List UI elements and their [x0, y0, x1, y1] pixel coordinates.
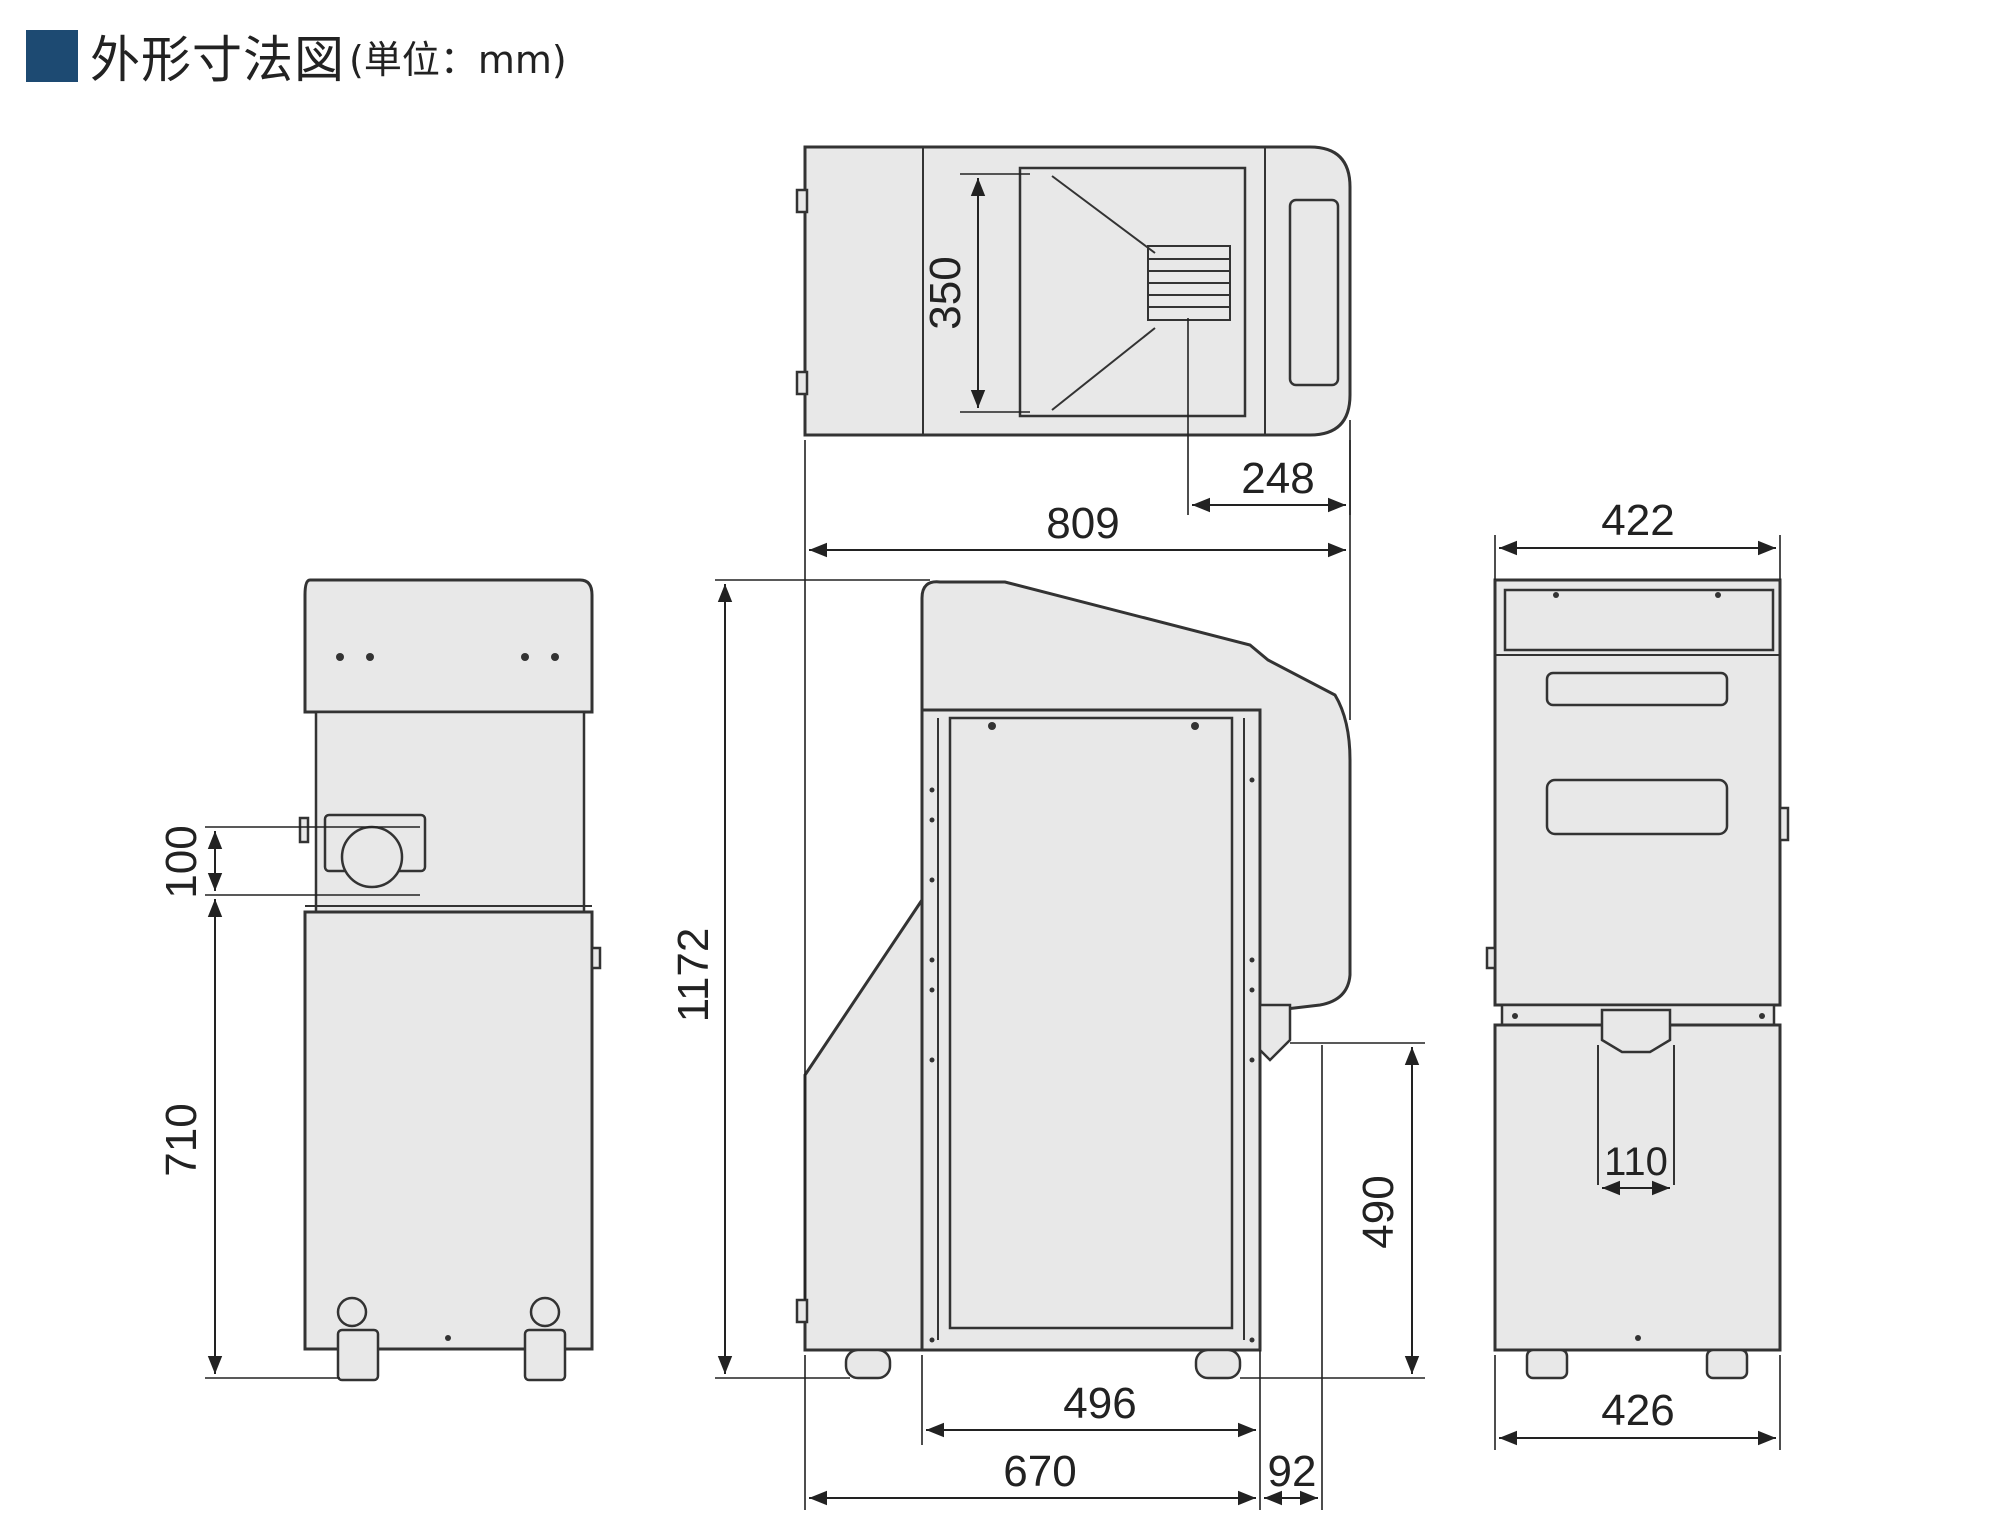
- dim-label-100: 100: [157, 825, 206, 898]
- dim-label-490: 490: [1354, 1175, 1403, 1248]
- back-view: 422 426 110: [1485, 496, 1790, 1450]
- front-view: 100 710: [157, 578, 602, 1382]
- top-vent-grille: [1147, 245, 1231, 321]
- front-caster-right: [523, 1296, 567, 1382]
- dim-label-248: 248: [1241, 454, 1314, 503]
- header: 外形寸法図 (単位：mm): [26, 26, 567, 89]
- page-title: 外形寸法図: [90, 31, 345, 89]
- side-view: 809 1172 496 670 92 490: [669, 440, 1425, 1510]
- dim-label-350: 350: [921, 256, 970, 329]
- dim-label-110: 110: [1604, 1140, 1668, 1184]
- dim-label-92: 92: [1268, 1447, 1317, 1496]
- dim-label-426: 426: [1601, 1386, 1674, 1435]
- dim-label-422: 422: [1601, 496, 1674, 545]
- dim-label-496: 496: [1063, 1379, 1136, 1428]
- unit-label: (単位：mm): [349, 37, 567, 82]
- dim-label-809: 809: [1046, 499, 1119, 548]
- front-caster-left: [336, 1296, 380, 1382]
- title-square-icon: [26, 30, 78, 82]
- top-view: 350 248: [795, 145, 1352, 515]
- dim-label-1172: 1172: [669, 928, 718, 1023]
- dim-label-670: 670: [1003, 1447, 1076, 1496]
- dim-label-710: 710: [157, 1103, 206, 1176]
